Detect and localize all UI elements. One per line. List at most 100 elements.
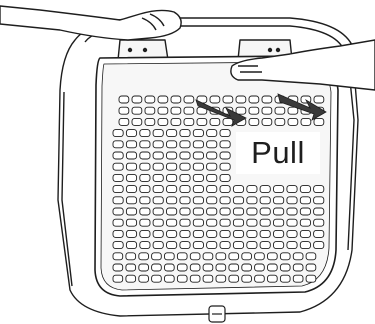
grille-hole bbox=[113, 141, 123, 148]
grille-hole bbox=[233, 230, 243, 237]
grille-hole bbox=[153, 174, 163, 181]
grille-hole bbox=[171, 107, 181, 114]
grille-hole bbox=[184, 118, 194, 125]
grille-hole bbox=[140, 186, 150, 193]
grille-hole bbox=[126, 163, 136, 170]
grille-hole bbox=[314, 118, 324, 125]
grille-hole bbox=[236, 107, 246, 114]
grille-hole bbox=[113, 130, 123, 137]
grille-hole bbox=[193, 186, 203, 193]
grille-hole bbox=[193, 230, 203, 237]
grille-hole bbox=[167, 208, 177, 215]
grille-hole bbox=[260, 197, 270, 204]
grille-hole bbox=[126, 253, 136, 260]
grille-hole bbox=[300, 186, 310, 193]
grille-hole bbox=[153, 230, 163, 237]
grille-hole bbox=[171, 96, 181, 103]
grille-hole bbox=[180, 219, 190, 226]
grille-hole bbox=[287, 219, 297, 226]
grille-hole bbox=[180, 152, 190, 159]
grille-hole bbox=[288, 107, 298, 114]
grille-hole bbox=[262, 118, 272, 125]
grille-hole bbox=[113, 152, 123, 159]
grille-hole bbox=[300, 230, 310, 237]
grille-hole bbox=[140, 242, 150, 249]
grille-hole bbox=[113, 242, 123, 249]
grille-hole bbox=[126, 208, 136, 215]
grille-hole bbox=[220, 174, 230, 181]
grille-hole bbox=[184, 107, 194, 114]
grille-hole bbox=[167, 242, 177, 249]
grille-hole bbox=[300, 242, 310, 249]
grille-hole bbox=[306, 253, 316, 260]
grille-hole bbox=[314, 242, 324, 249]
grille-hole bbox=[140, 197, 150, 204]
grille-hole bbox=[167, 163, 177, 170]
grille-hole bbox=[193, 163, 203, 170]
grille-hole bbox=[255, 264, 265, 271]
grille-hole bbox=[233, 208, 243, 215]
grille-hole bbox=[229, 275, 239, 282]
grille-hole bbox=[177, 275, 187, 282]
grille-hole bbox=[126, 152, 136, 159]
grille-hole bbox=[180, 141, 190, 148]
grille-hole bbox=[207, 130, 217, 137]
grille-hole bbox=[255, 275, 265, 282]
grille-hole bbox=[207, 186, 217, 193]
grille-hole bbox=[177, 253, 187, 260]
grille-hole bbox=[260, 186, 270, 193]
grille-hole bbox=[301, 118, 311, 125]
left-hand-icon bbox=[0, 6, 181, 40]
grille-hole bbox=[126, 186, 136, 193]
grille-hole bbox=[314, 96, 324, 103]
grille-hole bbox=[287, 197, 297, 204]
grille-hole bbox=[140, 152, 150, 159]
grille-hole bbox=[216, 264, 226, 271]
grille-hole bbox=[113, 219, 123, 226]
grille-hole bbox=[193, 242, 203, 249]
grille-hole bbox=[262, 96, 272, 103]
grille-hole bbox=[119, 96, 129, 103]
grille-hole bbox=[193, 197, 203, 204]
grille-hole bbox=[153, 242, 163, 249]
grille-hole bbox=[139, 253, 149, 260]
grille-hole bbox=[220, 208, 230, 215]
grille-hole bbox=[223, 118, 233, 125]
grille-hole bbox=[207, 208, 217, 215]
grille-hole bbox=[203, 264, 213, 271]
grille-hole bbox=[180, 186, 190, 193]
grille-hole bbox=[220, 230, 230, 237]
grille-hole bbox=[139, 264, 149, 271]
grille-hole bbox=[300, 219, 310, 226]
grille-hole bbox=[190, 253, 200, 260]
grille-hole bbox=[207, 152, 217, 159]
grille-hole bbox=[247, 242, 257, 249]
grille-hole bbox=[242, 275, 252, 282]
grille-hole bbox=[145, 107, 155, 114]
grille-hole bbox=[216, 275, 226, 282]
grille-hole bbox=[268, 253, 278, 260]
grille-hole bbox=[314, 208, 324, 215]
grille-hole bbox=[203, 275, 213, 282]
grille-hole bbox=[287, 230, 297, 237]
grille-hole bbox=[268, 275, 278, 282]
grille-hole bbox=[274, 208, 284, 215]
grille-hole bbox=[153, 197, 163, 204]
pull-instruction-label: Pull bbox=[236, 132, 320, 174]
grille-hole bbox=[132, 96, 142, 103]
grille-hole bbox=[280, 275, 290, 282]
grille-hole bbox=[126, 130, 136, 137]
grille-hole bbox=[167, 141, 177, 148]
grille-hole bbox=[314, 186, 324, 193]
grille-hole bbox=[126, 242, 136, 249]
grille-hole bbox=[220, 219, 230, 226]
grille-hole bbox=[229, 264, 239, 271]
grille-hole bbox=[242, 264, 252, 271]
grille-hole bbox=[207, 174, 217, 181]
grille-hole bbox=[153, 219, 163, 226]
grille-hole bbox=[165, 264, 175, 271]
grille-hole bbox=[152, 275, 162, 282]
grille-hole bbox=[275, 107, 285, 114]
grille-hole bbox=[210, 118, 220, 125]
grille-hole bbox=[193, 174, 203, 181]
